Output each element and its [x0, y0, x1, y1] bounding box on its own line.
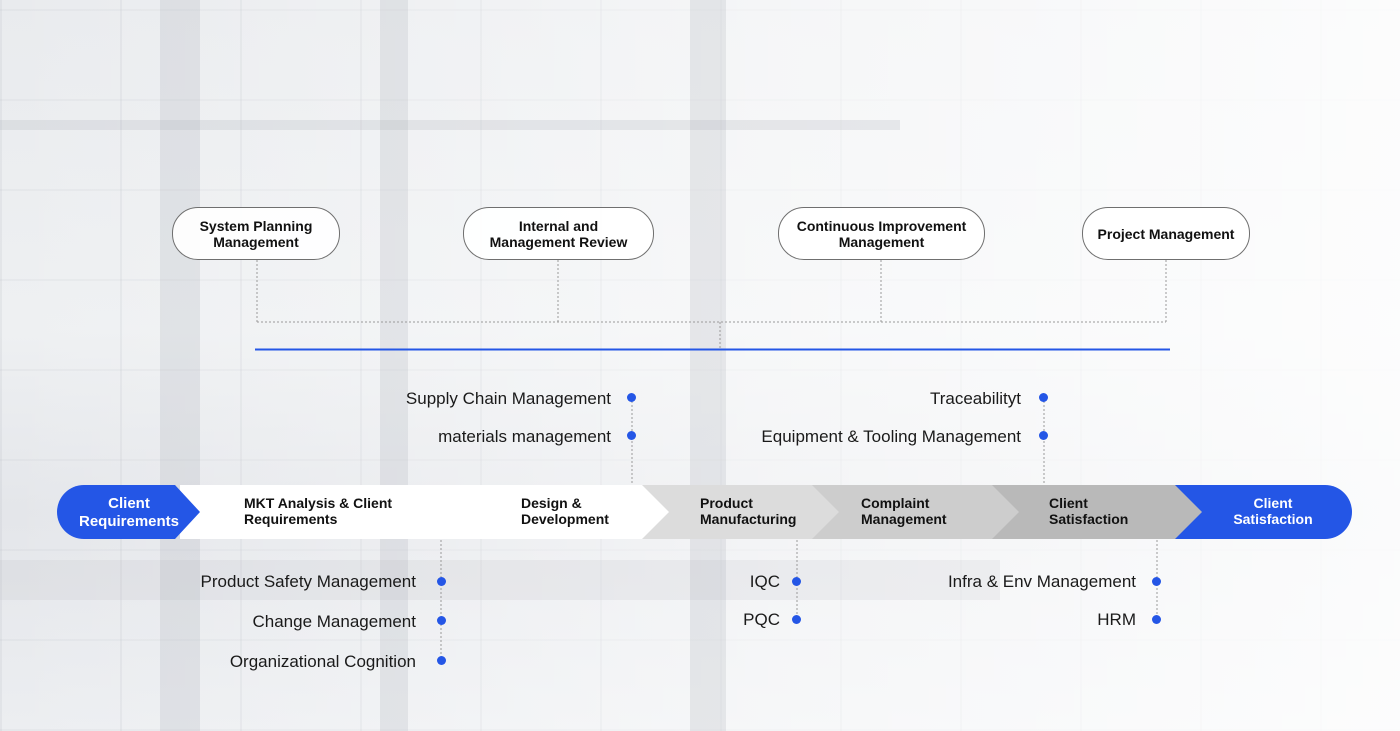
pqc-label: PQC: [743, 610, 780, 629]
equipment-tooling-dot: [1039, 431, 1048, 440]
internal-review-box: Internal and Management Review: [463, 207, 654, 260]
change-management-label: Change Management: [252, 612, 416, 631]
stage-client-requirements: Client Requirements: [78, 495, 180, 530]
stage-shape-design: [470, 485, 669, 539]
continuous-improvement-label: Continuous Improvement Management: [796, 217, 967, 250]
project-management-box: Project Management: [1082, 207, 1250, 260]
process-bar: [57, 485, 1352, 539]
organizational-cognition-label: Organizational Cognition: [229, 652, 416, 671]
stage-complaint-management: Complaint Management: [861, 495, 947, 527]
stage-shape-client-satisfaction: [990, 485, 1202, 539]
organizational-cognition-dot: [437, 656, 446, 665]
stage-shape-client-satisfaction-final: [1150, 485, 1352, 539]
stage-shape-manufacturing: [640, 485, 839, 539]
internal-review-label: Internal and Management Review: [489, 217, 628, 250]
stage-design-development: Design & Development: [521, 495, 609, 527]
stage-client-satisfaction-final: Client Satisfaction: [1233, 495, 1313, 527]
stage-product-manufacturing: Product Manufacturing: [700, 495, 797, 527]
infra-env-dot: [1152, 577, 1161, 586]
supply-chain-dot: [627, 393, 636, 402]
equipment-tooling-label: Equipment & Tooling Management: [761, 427, 1021, 446]
hrm-dot: [1152, 615, 1161, 624]
system-planning-label: System Planning Management: [199, 217, 313, 250]
supply-chain-label: Supply Chain Management: [405, 389, 611, 408]
system-planning-box: System Planning Management: [172, 207, 340, 260]
infra-env-label: Infra & Env Management: [947, 572, 1136, 591]
continuous-improvement-box: Continuous Improvement Management: [778, 207, 985, 260]
hrm-label: HRM: [1097, 610, 1136, 629]
product-safety-dot: [437, 577, 446, 586]
project-management-label: Project Management: [1097, 225, 1235, 242]
stage-shape-complaint: [810, 485, 1019, 539]
stage-client-satisfaction: Client Satisfaction: [1049, 495, 1129, 527]
stage-shape-mkt: [180, 485, 499, 539]
materials-management-label: materials management: [438, 427, 611, 446]
materials-management-dot: [627, 431, 636, 440]
change-management-dot: [437, 616, 446, 625]
product-safety-label: Product Safety Management: [200, 572, 416, 591]
stage-shape-client-requirements: [57, 485, 200, 539]
traceability-dot: [1039, 393, 1048, 402]
iqc-dot: [792, 577, 801, 586]
traceability-label: Traceabilityt: [929, 389, 1021, 408]
iqc-label: IQC: [749, 572, 780, 591]
stage-mkt-analysis: MKT Analysis & Client Requirements: [244, 495, 393, 527]
pqc-dot: [792, 615, 801, 624]
